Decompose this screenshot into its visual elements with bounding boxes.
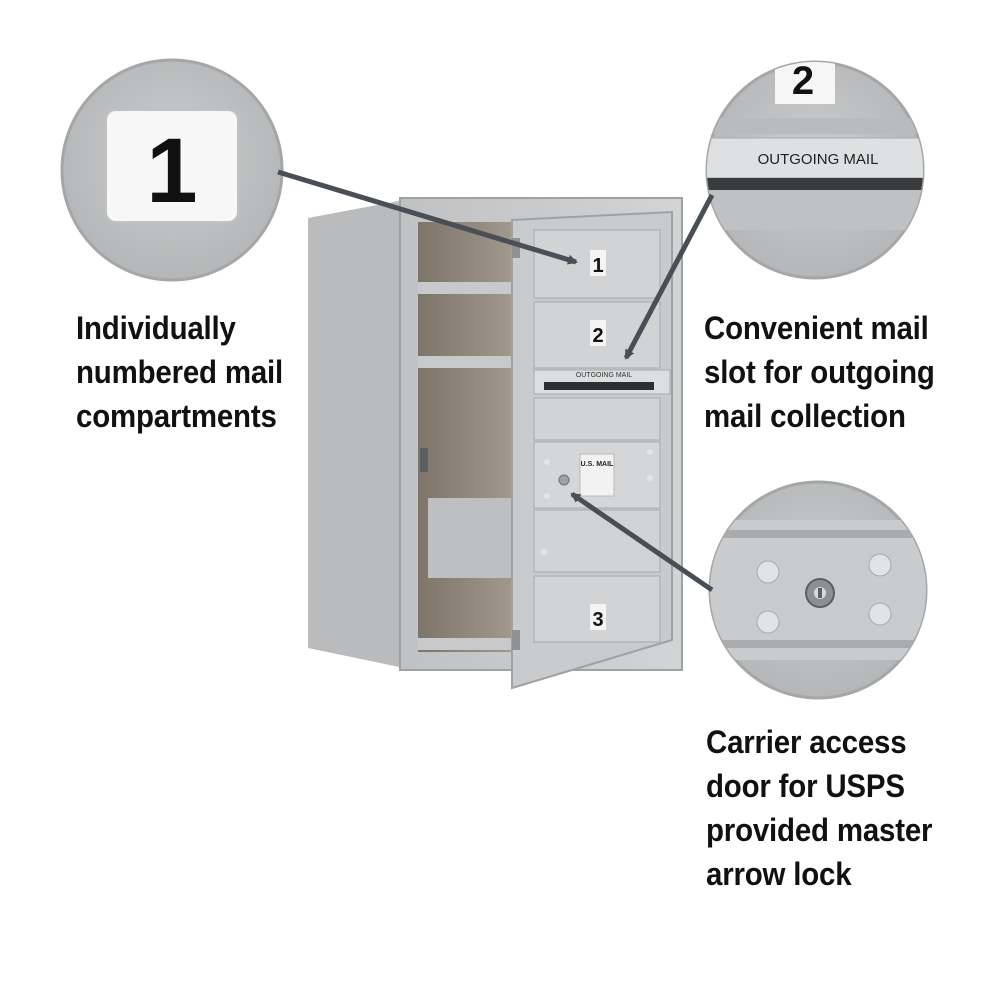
mailbox-unit: 1 2 OUTGOING MAIL U.S. MAIL 3 <box>308 197 683 690</box>
door-hinge <box>512 630 520 650</box>
compartment-number-plate <box>590 250 606 276</box>
mailbox-shelf <box>428 498 516 578</box>
rivet <box>647 449 653 455</box>
pointer-arrow <box>623 193 715 360</box>
caption-numbered-compartments: Individually numbered mail compartments <box>76 306 283 438</box>
zoom-circle-carrier <box>708 480 928 700</box>
number-badge: 1 <box>146 120 197 222</box>
caption-outgoing-slot: Convenient mail slot for outgoing mail c… <box>704 306 935 438</box>
pointer-arrow <box>570 491 714 593</box>
rivet <box>544 459 550 465</box>
rivet <box>868 602 892 626</box>
caption-line: Carrier access <box>706 724 907 760</box>
outgoing-badge: 2 <box>792 59 814 103</box>
rivet <box>868 553 892 577</box>
caption-line: provided master <box>706 812 933 848</box>
compartment-number: 2 <box>592 325 603 347</box>
outgoing-slot-label: OUTGOING MAIL <box>576 372 633 379</box>
pointer-arrow <box>277 169 578 265</box>
outgoing-slot-opening <box>544 382 654 390</box>
caption-line: numbered mail <box>76 354 284 390</box>
rivet <box>756 610 780 634</box>
rivet <box>544 493 550 499</box>
zoom-circle-outgoing: 2 OUTGOING MAIL <box>705 59 925 280</box>
caption-line: mail collection <box>704 398 906 434</box>
carrier-door-lock <box>558 474 570 486</box>
caption-line: Individually <box>76 310 236 346</box>
carrier-plate-text: U.S. MAIL <box>581 461 614 468</box>
rivet <box>756 560 780 584</box>
caption-line: Convenient mail <box>704 310 929 346</box>
caption-line: arrow lock <box>706 856 852 892</box>
mailbox-side-panel <box>308 200 404 668</box>
compartment-number: 1 <box>592 255 603 277</box>
compartment-number-plate <box>590 320 606 346</box>
caption-line: compartments <box>76 398 277 434</box>
zoom-circle-numbered: 1 <box>60 58 284 282</box>
compartment-door <box>533 397 661 441</box>
caption-line: slot for outgoing <box>704 354 935 390</box>
rivet <box>541 549 547 555</box>
door-hinge <box>512 238 520 258</box>
outgoing-zoom-label: OUTGOING MAIL <box>758 151 879 168</box>
caption-line: door for USPS <box>706 768 905 804</box>
mailbox-shelf <box>418 356 518 368</box>
compartment-number: 3 <box>592 609 603 631</box>
caption-carrier-door: Carrier access door for USPS provided ma… <box>706 720 932 896</box>
compartment-number-plate <box>590 604 606 630</box>
mailbox-shelf <box>418 282 518 294</box>
number-badge-plate <box>105 109 239 223</box>
mailbox-shelf <box>418 638 518 650</box>
rivet <box>647 475 653 481</box>
mailbox-latch <box>420 448 428 472</box>
carrier-plate <box>579 453 615 497</box>
